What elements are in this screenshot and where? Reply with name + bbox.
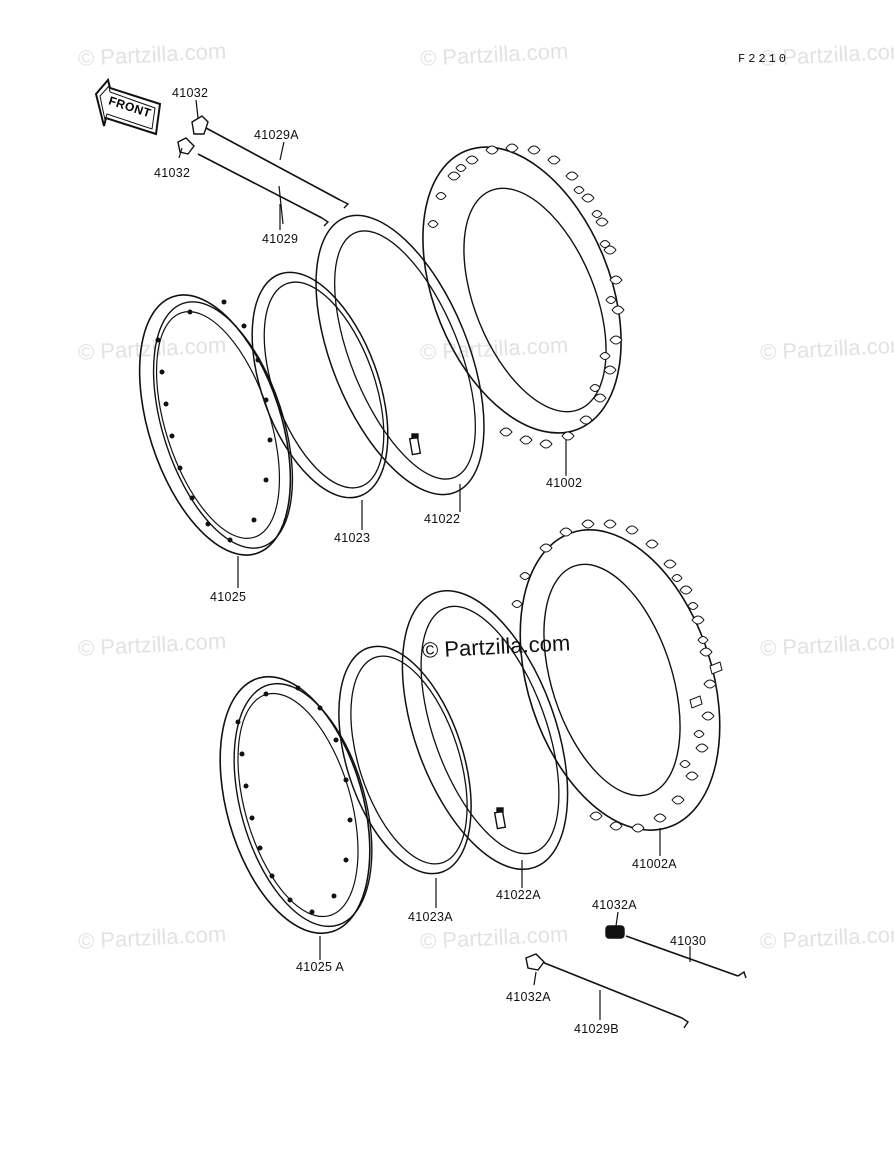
nipple-41032A-top xyxy=(605,925,625,939)
nipple-41032A-bottom xyxy=(525,953,545,971)
tire-41002 xyxy=(422,143,625,449)
part-label-41025A: 41025 A xyxy=(296,960,344,974)
part-label-41022: 41022 xyxy=(424,512,461,526)
part-label-41032-bottom: 41032 xyxy=(154,166,191,180)
part-label-41029A: 41029A xyxy=(254,128,299,142)
rim-band-41023 xyxy=(251,271,389,499)
front-arrow-icon xyxy=(94,77,162,136)
part-label-41032A-top: 41032A xyxy=(592,898,637,912)
tire-41002A xyxy=(511,519,723,833)
spoke-41030 xyxy=(625,935,747,979)
part-label-41032A-bottom: 41032A xyxy=(506,990,551,1004)
rim-41025 xyxy=(138,294,294,556)
tube-41022 xyxy=(315,214,485,496)
part-label-41022A: 41022A xyxy=(496,888,541,902)
rim-band-41023A xyxy=(338,645,472,875)
rim-41025A xyxy=(219,675,373,935)
spoke-41029B xyxy=(541,961,689,1029)
nipple-41032-top xyxy=(191,115,209,135)
part-label-41029: 41029 xyxy=(262,232,299,246)
part-label-41030: 41030 xyxy=(670,934,707,948)
part-label-41029B: 41029B xyxy=(574,1022,619,1036)
part-label-41032-top: 41032 xyxy=(172,86,209,100)
part-label-41023: 41023 xyxy=(334,531,371,545)
part-label-41023A: 41023A xyxy=(408,910,453,924)
spoke-41029A xyxy=(205,127,350,209)
part-label-41025: 41025 xyxy=(210,590,247,604)
part-label-41002: 41002 xyxy=(546,476,583,490)
leader-lines xyxy=(178,99,691,1020)
part-label-41002A: 41002A xyxy=(632,857,677,871)
tube-41022A xyxy=(401,589,569,871)
spoke-41029 xyxy=(197,153,330,227)
figure-code: F2210 xyxy=(738,52,790,66)
